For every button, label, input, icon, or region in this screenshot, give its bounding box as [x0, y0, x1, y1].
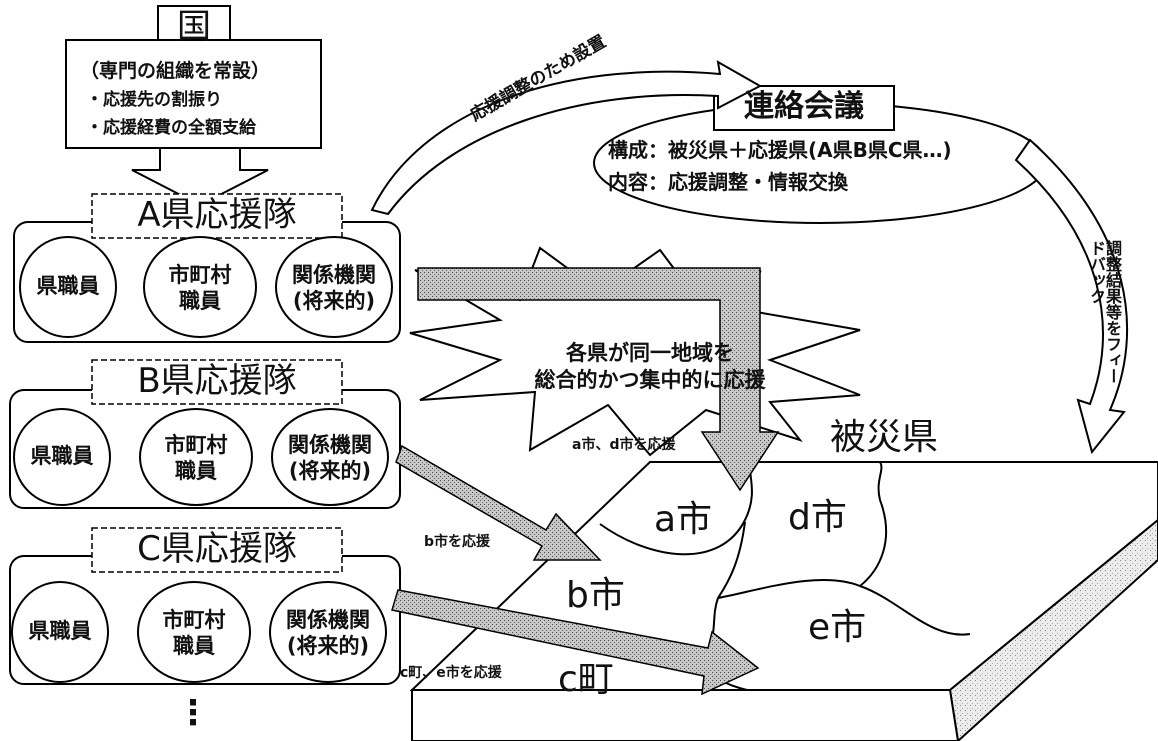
team-a-member-3: 関係機関 (将来的) [292, 263, 376, 314]
team-b-member-shape [139, 408, 253, 506]
team-b-title-box [91, 359, 343, 405]
setup-curved-arrow [370, 60, 763, 216]
team-c-member-shape [137, 581, 251, 683]
team-c-member-1: 県職員 [28, 619, 92, 643]
disaster-slab-front [411, 689, 960, 741]
team-c-title-box [91, 527, 343, 573]
team-b-title: B県応援隊 [137, 361, 297, 401]
team-c-member-3: 関係機関 (将来的) [286, 608, 370, 659]
feedback-curved-arrow [1014, 138, 1129, 455]
national-line-3: ・応援経費の全額支給 [86, 118, 256, 138]
boundary-line [859, 585, 971, 636]
more-teams-ellipsis: ⋮ [176, 693, 210, 733]
liaison-title: 連絡会議 [744, 89, 864, 124]
national-line-2: ・応援先の割振り [86, 90, 222, 110]
feedback-label: 調整結果等をフィードバック [1087, 240, 1122, 384]
team-a-title: A県応援隊 [137, 195, 297, 235]
area-d: d市 [788, 497, 847, 538]
team-a-title-box [91, 193, 343, 239]
team-b-member-shape [271, 408, 389, 506]
disaster-slab-right-side [948, 518, 1158, 741]
team-a-member-2: 市町村 職員 [168, 263, 232, 314]
boundary-line [717, 461, 888, 599]
arrow-label-a: a市、d市を応援 [572, 437, 676, 453]
area-e: e市 [808, 607, 867, 648]
national-down-arrow [131, 147, 269, 207]
liaison-content: 内容：応援調整・情報交換 [608, 170, 848, 194]
national-box [65, 39, 322, 149]
team-c-title: C県応援隊 [137, 529, 297, 569]
team-b-member-1: 県職員 [30, 444, 94, 468]
national-line-1: （専門の組織を常設） [80, 60, 271, 82]
arrow-label-c: c町、e市を応援 [400, 665, 502, 681]
team-c-member-2: 市町村 職員 [162, 608, 226, 659]
team-b-member-shape [13, 408, 111, 506]
arrow-label-b: b市を応援 [424, 534, 491, 550]
arrow-a-to-ad [417, 267, 780, 492]
boundary-line [599, 461, 753, 556]
team-c-member-shape [11, 581, 109, 683]
area-c: c町 [558, 659, 614, 700]
team-c-member-shape [269, 581, 387, 683]
arrow-c-to-ce [391, 589, 760, 696]
team-a-member-shape [275, 236, 393, 338]
area-b: b市 [566, 575, 625, 616]
team-a-member-shape [19, 236, 117, 338]
team-b-member-2: 市町村 職員 [164, 433, 228, 484]
disaster-title: 被災県 [830, 417, 939, 458]
arrow-b-to-b [395, 444, 602, 561]
team-a-member-shape [143, 236, 257, 338]
area-a: a市 [654, 499, 713, 540]
team-a-member-1: 県職員 [36, 274, 100, 298]
national-title: 国 [177, 7, 211, 47]
liaison-composition: 構成：被災県＋応援県(A県B県C県…) [608, 138, 952, 162]
burst-text: 各県が同一地域を 総合的かつ集中的に応援 [534, 341, 766, 393]
team-b-member-3: 関係機関 (将来的) [288, 433, 372, 484]
